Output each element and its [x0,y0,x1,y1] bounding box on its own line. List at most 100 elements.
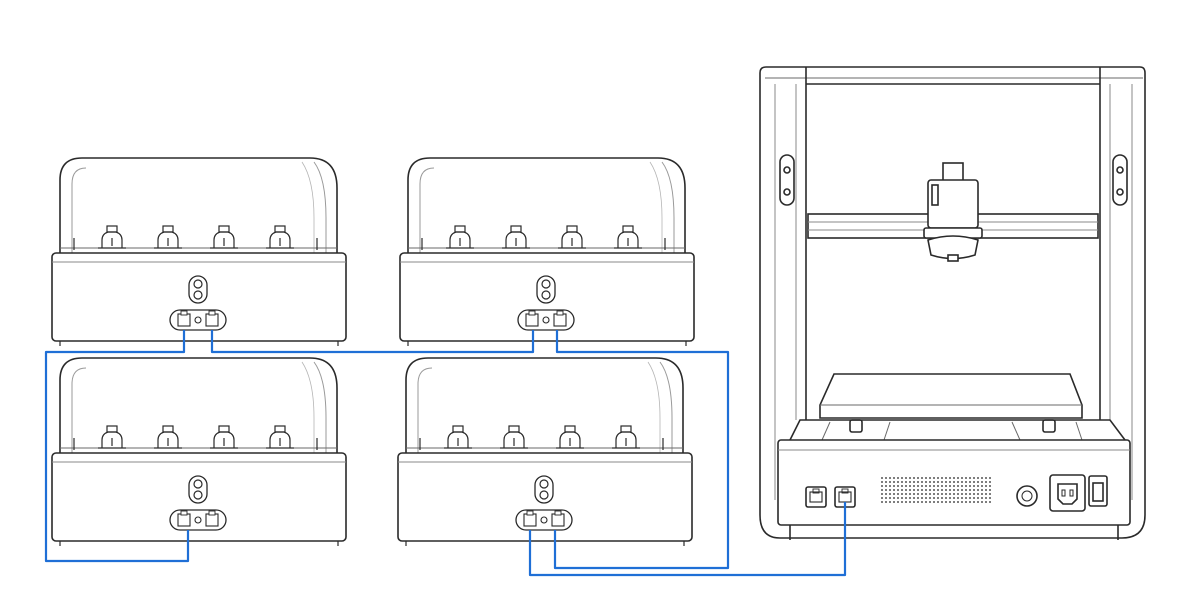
grill-dot [945,485,947,487]
grill-dot [949,485,951,487]
grill-dot [917,489,919,491]
grill-dot [921,477,923,479]
grill-dot [929,477,931,479]
power-socket-icon [1050,475,1085,511]
grill-dot [921,497,923,499]
grill-dot [933,485,935,487]
grill-dot [989,501,991,503]
grill-dot [893,481,895,483]
grill-dot [961,481,963,483]
grill-dot [957,501,959,503]
grill-dot [981,501,983,503]
grill-dot [909,497,911,499]
grill-dot [933,501,935,503]
grill-dot [921,485,923,487]
grill-dot [973,501,975,503]
grill-dot [961,501,963,503]
grill-dot [953,489,955,491]
grill-dot [941,481,943,483]
grill-dot [897,477,899,479]
grill-dot [897,493,899,495]
grill-dot [905,497,907,499]
grill-dot [889,477,891,479]
grill-dot [925,497,927,499]
grill-dot [889,501,891,503]
grill-dot [973,497,975,499]
grill-dot [977,477,979,479]
grill-dot [893,489,895,491]
grill-dot [953,485,955,487]
grill-dot [957,497,959,499]
grill-dot [909,489,911,491]
grill-dot [961,497,963,499]
grill-dot [969,493,971,495]
grill-dot [921,481,923,483]
grill-dot [977,501,979,503]
grill-dot [977,493,979,495]
grill-dot [945,493,947,495]
grill-dot [969,477,971,479]
grill-dot [881,501,883,503]
grill-dot [905,481,907,483]
grill-dot [889,481,891,483]
grill-dot [901,477,903,479]
grill-dot [925,493,927,495]
grill-dot [981,493,983,495]
grill-dot [957,493,959,495]
grill-dot [985,481,987,483]
unit-3 [52,358,346,546]
grill-dot [933,489,935,491]
grill-dot [945,489,947,491]
grill-dot [917,501,919,503]
grill-dot [949,497,951,499]
grill-dot [909,477,911,479]
grill-dot [949,481,951,483]
grill-dot [933,497,935,499]
grill-dot [913,477,915,479]
grill-dot [973,493,975,495]
grill-dot [917,497,919,499]
grill-dot [885,485,887,487]
grill-dot [941,493,943,495]
grill-dot [917,493,919,495]
grill-dot [969,497,971,499]
grill-dot [937,493,939,495]
grill-dot [893,477,895,479]
grill-dot [925,501,927,503]
grill-dot [933,481,935,483]
grill-dot [881,493,883,495]
grill-dot [881,481,883,483]
grill-dot [897,489,899,491]
grill-dot [901,497,903,499]
grill-dot [985,497,987,499]
grill-dot [953,501,955,503]
grill-dot [965,485,967,487]
grill-dot [945,501,947,503]
grill-dot [897,497,899,499]
grill-dot [937,489,939,491]
grill-dot [989,485,991,487]
grill-dot [953,497,955,499]
grill-dot [905,501,907,503]
grill-dot [917,485,919,487]
grill-dot [985,485,987,487]
grill-dot [981,489,983,491]
grill-dot [905,477,907,479]
grill-dot [957,481,959,483]
printer [760,67,1145,540]
grill-dot [929,489,931,491]
grill-dot [945,477,947,479]
grill-dot [893,493,895,495]
grill-dot [897,501,899,503]
grill-dot [885,481,887,483]
grill-dot [937,477,939,479]
grill-dot [965,497,967,499]
grill-dot [949,489,951,491]
grill-dot [917,481,919,483]
grill-dot [977,485,979,487]
grill-dot [989,481,991,483]
unit-2 [400,158,694,346]
unit-1 [52,158,346,346]
